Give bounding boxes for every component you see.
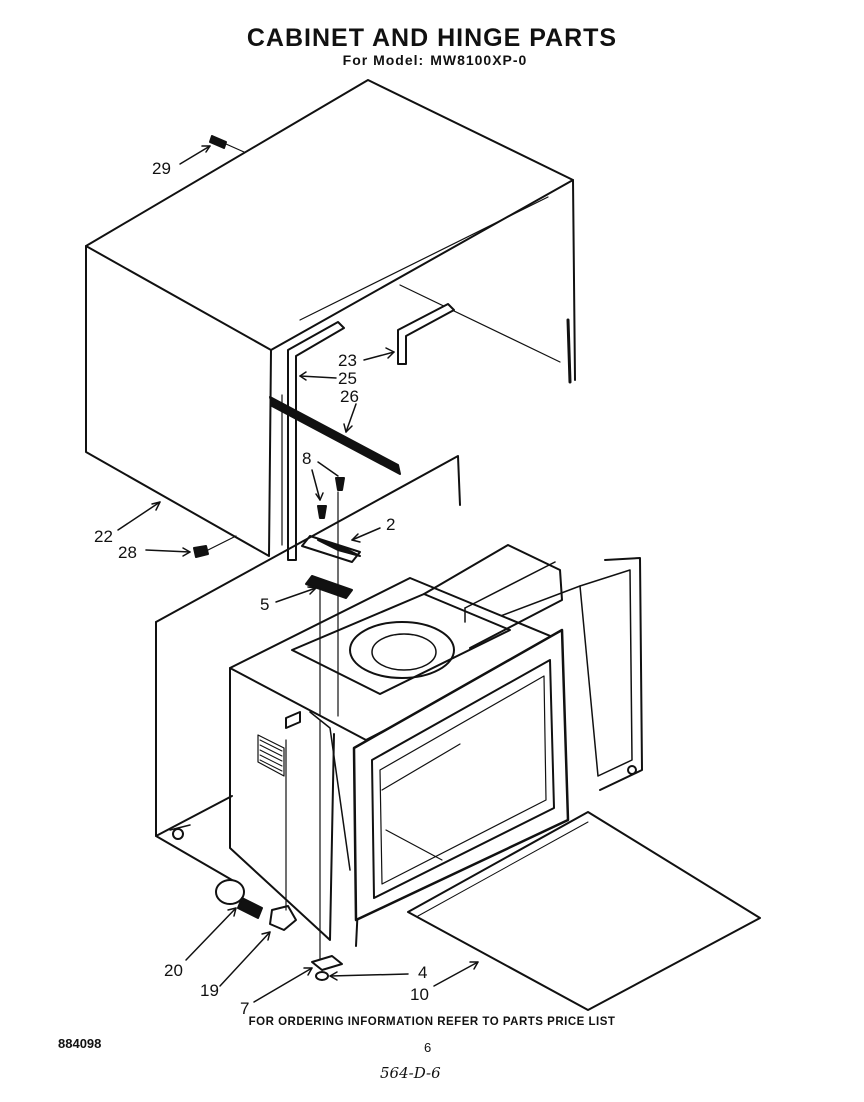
callout-4: 4 <box>418 963 427 982</box>
callout-25: 25 <box>338 369 357 388</box>
callout-5: 5 <box>260 595 269 614</box>
callout-22: 22 <box>94 527 113 546</box>
callout-10: 10 <box>410 985 429 1004</box>
document-number: 884098 <box>58 1036 102 1051</box>
callout-23: 23 <box>338 351 357 370</box>
hinge-assembly <box>285 477 361 981</box>
base-chassis <box>155 455 643 881</box>
callout-2: 2 <box>386 515 395 534</box>
callout-numbers: 29 23 25 26 8 2 22 28 5 20 19 4 7 10 <box>94 159 429 1018</box>
lamp-and-socket <box>215 879 297 931</box>
vent-grille <box>259 739 283 772</box>
model-subtitle: For Model: MW8100XP-0 <box>0 52 864 68</box>
cabinet-wrapper <box>85 79 576 557</box>
model-number: MW8100XP-0 <box>430 52 528 68</box>
ordering-note: FOR ORDERING INFORMATION REFER TO PARTS … <box>248 1016 616 1028</box>
model-label: For Model: <box>342 52 425 68</box>
screw-28 <box>193 535 237 558</box>
callout-20: 20 <box>164 961 183 980</box>
callout-8: 8 <box>302 449 311 468</box>
page-number: 6 <box>424 1040 432 1055</box>
callout-28: 28 <box>118 543 137 562</box>
diagram-title: CABINET AND HINGE PARTS <box>246 24 618 52</box>
cabinet-rails <box>269 303 455 561</box>
callout-26: 26 <box>340 387 359 406</box>
callout-29: 29 <box>152 159 171 178</box>
door-frame <box>352 628 570 922</box>
leader-lines <box>117 145 479 1003</box>
handwritten-note: 564-D-6 <box>380 1064 441 1082</box>
callout-7: 7 <box>240 999 249 1018</box>
screw-29 <box>209 135 245 153</box>
bottom-panel <box>407 811 761 1011</box>
callout-19: 19 <box>200 981 219 1000</box>
